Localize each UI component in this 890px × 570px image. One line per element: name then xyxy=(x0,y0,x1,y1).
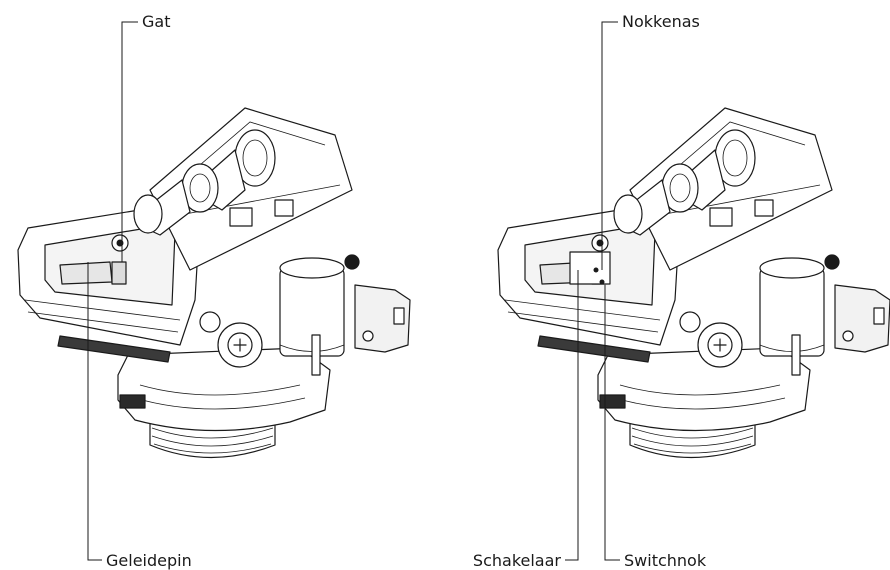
left-valve-figure xyxy=(17,107,411,459)
label-nokkenas: Nokkenas xyxy=(622,12,700,31)
label-gat: Gat xyxy=(142,12,170,31)
right-valve-figure xyxy=(497,107,890,459)
leader-switchnok xyxy=(604,285,620,561)
leader-gat xyxy=(121,21,138,262)
leader-geleidepin xyxy=(87,262,102,561)
label-geleidepin: Geleidepin xyxy=(106,551,192,570)
label-switchnok: Switchnok xyxy=(624,551,707,570)
label-schakelaar: Schakelaar xyxy=(473,551,561,570)
leader-nokkenas xyxy=(601,21,618,270)
leader-schakelaar xyxy=(565,270,579,561)
